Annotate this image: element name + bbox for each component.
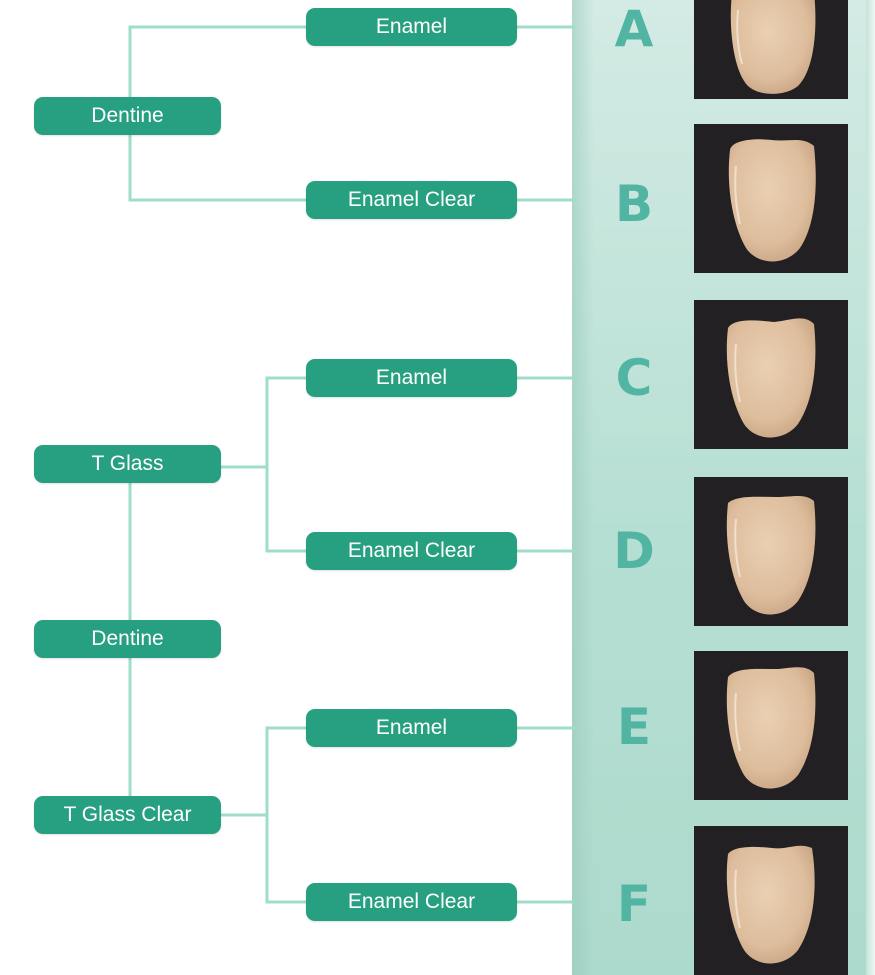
node-enamel-clear-b: Enamel Clear bbox=[306, 181, 517, 219]
outcome-letter-c: C bbox=[594, 353, 674, 403]
tooth-photo-a bbox=[694, 0, 848, 99]
outcome-letter-a: A bbox=[594, 4, 674, 54]
node-enamel-c: Enamel bbox=[306, 359, 517, 397]
connector-dentine-to-enamel-a bbox=[130, 27, 306, 97]
node-enamel-e: Enamel bbox=[306, 709, 517, 747]
outcome-letter-f: F bbox=[594, 879, 674, 929]
connector-tglass-clear-to-enamel-e bbox=[267, 728, 306, 815]
tooth-photo-d bbox=[694, 477, 848, 626]
node-dentine-top: Dentine bbox=[34, 97, 221, 135]
node-enamel-a: Enamel bbox=[306, 8, 517, 46]
tooth-photo-f bbox=[694, 826, 848, 975]
node-dentine-middle: Dentine bbox=[34, 620, 221, 658]
node-enamel-clear-f: Enamel Clear bbox=[306, 883, 517, 921]
node-t-glass-clear: T Glass Clear bbox=[34, 796, 221, 834]
outcome-letter-d: D bbox=[594, 526, 674, 576]
node-enamel-clear-d: Enamel Clear bbox=[306, 532, 517, 570]
node-t-glass: T Glass bbox=[34, 445, 221, 483]
connector-tglass-to-enamel-clear-d bbox=[267, 467, 306, 551]
tooth-photo-c bbox=[694, 300, 848, 449]
connector-tglass-clear-to-enamel-clear-f bbox=[267, 815, 306, 902]
connector-tglass-to-enamel-c bbox=[267, 378, 306, 467]
outcome-letter-e: E bbox=[594, 702, 674, 752]
tooth-photo-b bbox=[694, 124, 848, 273]
tooth-photo-e bbox=[694, 651, 848, 800]
connector-dentine-to-enamel-clear-b bbox=[130, 135, 306, 200]
outcome-letter-b: B bbox=[594, 179, 674, 229]
